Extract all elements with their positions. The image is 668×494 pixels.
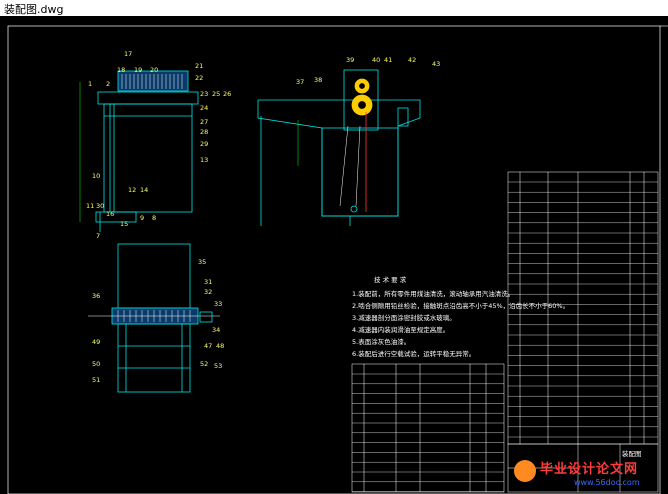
svg-text:39: 39 [346, 56, 354, 64]
tech-note-4: 4.减速器内装润滑油至规定高度。 [352, 325, 449, 334]
svg-text:33: 33 [214, 300, 222, 308]
svg-text:1: 1 [88, 80, 92, 88]
svg-text:11: 11 [86, 202, 94, 210]
svg-text:20: 20 [150, 66, 158, 74]
svg-text:49: 49 [92, 338, 100, 346]
svg-text:15: 15 [120, 220, 128, 228]
svg-text:14: 14 [140, 186, 148, 194]
window-title-bar: 装配图.dwg [0, 0, 668, 16]
side-view [79, 70, 199, 232]
watermark-url: www.56doc.com [574, 478, 640, 487]
svg-text:34: 34 [212, 326, 220, 334]
svg-text:18: 18 [117, 66, 125, 74]
svg-text:50: 50 [92, 360, 100, 368]
svg-text:47: 47 [204, 342, 212, 350]
svg-text:27: 27 [200, 118, 208, 126]
tech-note-3: 3.减速器剖分面涂密封胶或水玻璃。 [352, 313, 456, 322]
svg-text:32: 32 [204, 288, 212, 296]
svg-text:12: 12 [128, 186, 136, 194]
parts-table-rows [352, 181, 658, 492]
svg-text:35: 35 [198, 258, 206, 266]
svg-text:26: 26 [223, 90, 231, 98]
svg-text:53: 53 [214, 362, 222, 370]
svg-text:2: 2 [106, 80, 110, 88]
watermark: 毕业设计论文网 www.56doc.com [512, 458, 668, 494]
watermark-title: 毕业设计论文网 [540, 462, 639, 477]
tech-note-5: 5.表面涂灰色油漆。 [352, 337, 410, 346]
svg-text:25: 25 [212, 90, 220, 98]
svg-text:51: 51 [92, 376, 100, 384]
svg-text:8: 8 [152, 214, 156, 222]
tech-requirements: 技 术 要 求 1.装配前，所有零件用煤油清洗，滚动轴承用汽油清洗。 2.啮合侧… [352, 275, 569, 358]
svg-text:52: 52 [200, 360, 208, 368]
svg-text:7: 7 [96, 232, 100, 240]
front-view-labels: 39 40 41 42 43 38 37 [296, 56, 440, 86]
svg-text:36: 36 [92, 292, 100, 300]
svg-text:37: 37 [296, 78, 304, 86]
svg-text:40: 40 [372, 56, 380, 64]
svg-text:42: 42 [408, 56, 416, 64]
bottom-view [88, 243, 220, 393]
svg-text:13: 13 [200, 156, 208, 164]
svg-text:41: 41 [384, 56, 392, 64]
svg-text:31: 31 [204, 278, 212, 286]
drawing-border [7, 25, 661, 494]
tech-heading: 技 术 要 求 [374, 275, 407, 284]
drawing-svg: 17 18 19 20 21 22 23 24 25 26 27 28 29 1… [7, 25, 668, 494]
svg-text:19: 19 [134, 66, 142, 74]
window-title: 装配图.dwg [4, 3, 64, 16]
svg-text:43: 43 [432, 60, 440, 68]
front-view [257, 69, 421, 226]
tech-note-1: 1.装配前，所有零件用煤油清洗，滚动轴承用汽油清洗。 [352, 289, 514, 298]
cad-drawing-canvas[interactable]: 17 18 19 20 21 22 23 24 25 26 27 28 29 1… [0, 16, 668, 494]
svg-text:10: 10 [92, 172, 100, 180]
side-view-labels: 17 18 19 20 21 22 23 24 25 26 27 28 29 1… [86, 50, 231, 240]
svg-text:17: 17 [124, 50, 132, 58]
bottom-view-labels: 35 36 31 32 33 34 49 47 48 50 51 52 53 [92, 258, 224, 384]
svg-text:21: 21 [195, 62, 203, 70]
svg-text:28: 28 [200, 128, 208, 136]
svg-text:30: 30 [96, 202, 104, 210]
tech-note-2: 2.啮合侧隙用铅丝检验，接触斑点沿齿高不小于45%，沿齿长不小于60%。 [352, 301, 569, 310]
svg-text:29: 29 [200, 140, 208, 148]
svg-text:48: 48 [216, 342, 224, 350]
watermark-logo-icon [514, 460, 536, 482]
svg-text:38: 38 [314, 76, 322, 84]
title-block-name: 装配图 [622, 449, 642, 458]
parts-list-bottom [351, 363, 505, 493]
tech-note-6: 6.装配后进行空载试验，运转平稳无异常。 [352, 349, 475, 358]
svg-text:22: 22 [195, 74, 203, 82]
svg-text:23: 23 [200, 90, 208, 98]
svg-text:24: 24 [200, 104, 208, 112]
svg-text:9: 9 [140, 214, 144, 222]
svg-text:16: 16 [106, 210, 114, 218]
